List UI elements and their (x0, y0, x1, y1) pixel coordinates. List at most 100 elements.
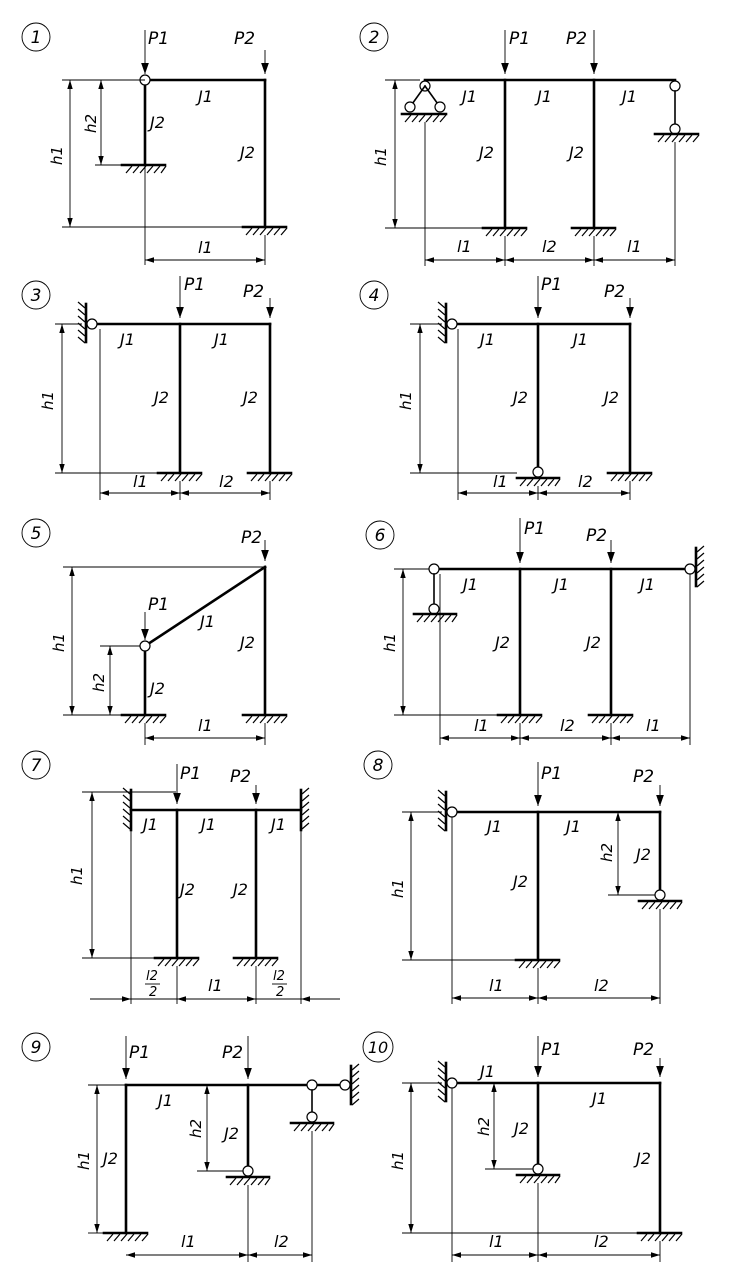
pin-support-icon (225, 1165, 271, 1186)
frame-members (143, 565, 267, 717)
frame-members (124, 1083, 342, 1235)
dimension-label-l2: l2 (594, 1232, 609, 1251)
wall-fixed-support-icon (122, 787, 133, 832)
dimension-label-l1: l1 (457, 237, 472, 256)
stiffness-label: J1 (484, 817, 502, 836)
pin-support-icon (637, 889, 683, 910)
dimension-label-l1: l1 (181, 1232, 196, 1251)
dimension-label-l1: l1 (208, 976, 223, 995)
dimension-lines (62, 79, 266, 265)
load-label-p2: P2 (234, 29, 255, 49)
problem-4: 4 (359, 275, 653, 500)
dimension-label-l1: l1 (198, 716, 213, 735)
problem-number-badge: 9 (21, 1032, 51, 1062)
stiffness-label: J2 (177, 880, 195, 899)
stiffness-label: J1 (563, 817, 581, 836)
fixed-support-icon (246, 471, 293, 482)
wall-fixed-support-icon (299, 787, 310, 832)
stiffness-label: J1 (140, 815, 158, 834)
dimension-label-l2: l2 (594, 976, 609, 995)
dimension-label-h2: h2 (187, 1119, 205, 1138)
dimension-label-h1: h1 (372, 147, 390, 166)
hinge-icon (139, 640, 151, 652)
dimension-label-l1: l1 (627, 237, 642, 256)
frame-members (450, 322, 632, 475)
dimension-lines (385, 79, 676, 266)
dimension-label-l2: l2 (274, 1232, 289, 1251)
problem-number-badge: 2 (359, 22, 389, 52)
stiffness-label: J2 (237, 143, 255, 162)
problem-number: 1 (31, 28, 42, 48)
wall-hinge-support-icon (77, 301, 98, 344)
problem-number-badge: 6 (365, 520, 395, 550)
problem-number: 7 (31, 756, 42, 776)
load-label-p1: P1 (148, 29, 169, 49)
dimension-label-l1: l1 (198, 238, 213, 257)
problem-number-badge: 7 (21, 750, 51, 780)
wall-hinge-support-icon (437, 789, 458, 832)
pin-support-icon (515, 1163, 561, 1184)
dimension-label-l2: l2 (560, 716, 575, 735)
dimension-label-h1: h1 (389, 879, 407, 898)
problem-number: 9 (31, 1038, 42, 1058)
problem-number-badge: 3 (21, 280, 51, 310)
stiffness-label: J1 (211, 330, 229, 349)
problem-6: 6 (365, 518, 705, 745)
dimension-label-l2: l2 (578, 472, 593, 491)
stiffness-label: J2 (633, 845, 651, 864)
stiffness-label: J1 (551, 575, 569, 594)
dimension-label-l2-half: l2 (273, 969, 285, 984)
fixed-support-icon (606, 471, 653, 482)
problem-number-badge: 8 (363, 750, 393, 780)
wall-hinge-support-icon (437, 1060, 458, 1103)
dimension-label-h1: h1 (68, 866, 86, 885)
dimension-label-l2-half-denominator: 2 (149, 985, 157, 1000)
problem-10: 10 (362, 1031, 683, 1262)
stiffness-label: J2 (230, 880, 248, 899)
stiffness-label: J2 (566, 143, 584, 162)
load-label-p1: P1 (524, 519, 545, 539)
dimension-lines (88, 1084, 313, 1262)
stiffness-label: J1 (477, 330, 495, 349)
dimension-lines (410, 323, 631, 500)
dimension-label-l2-half-denominator: 2 (276, 985, 284, 1000)
stiffness-label: J1 (117, 330, 135, 349)
load-label-p2: P2 (566, 29, 587, 49)
problem-9: 9 (21, 1032, 360, 1262)
load-label-p2: P2 (222, 1043, 243, 1063)
stiffness-label: J1 (459, 87, 477, 106)
stiffness-label: J2 (147, 113, 165, 132)
fixed-support-icon (587, 713, 634, 724)
stiffness-label: J1 (460, 575, 478, 594)
fixed-support-icon (241, 225, 288, 236)
fixed-support-icon (496, 713, 543, 724)
load-label-p1: P1 (184, 275, 205, 295)
stiffness-label: J2 (240, 388, 258, 407)
stiffness-label: J2 (633, 1149, 651, 1168)
fixed-support-icon (481, 226, 528, 237)
stiffness-label: J2 (237, 633, 255, 652)
problem-number-badge: 1 (21, 22, 51, 52)
problem-number: 8 (373, 756, 384, 776)
load-label-p2: P2 (633, 1040, 654, 1060)
stiffness-label: J2 (510, 388, 528, 407)
dimension-label-l1: l1 (493, 472, 508, 491)
stiffness-label: J1 (637, 575, 655, 594)
stiffness-label: J2 (583, 633, 601, 652)
problem-number-badge: 4 (359, 280, 389, 310)
roller-support-icon (653, 80, 700, 143)
dimension-label-l2-half: l2 (146, 969, 158, 984)
dimension-label-l1: l1 (489, 1232, 504, 1251)
stiffness-label: J1 (268, 815, 286, 834)
dimension-lines (82, 791, 340, 1004)
dimension-label-h1: h1 (389, 1151, 407, 1170)
stiffness-label: J1 (155, 1091, 173, 1110)
stiffness-label: J1 (477, 1062, 495, 1081)
dimension-label-h1: h1 (39, 391, 57, 410)
load-label-p1: P1 (180, 764, 201, 784)
fixed-support-icon (153, 956, 200, 967)
load-label-p2: P2 (586, 526, 607, 546)
load-label-p2: P2 (230, 767, 251, 787)
